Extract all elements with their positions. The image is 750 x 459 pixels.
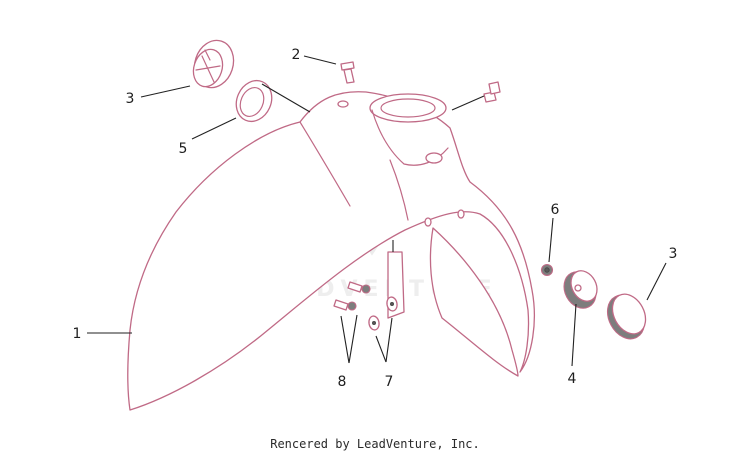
cap-left bbox=[192, 39, 235, 89]
callout-4: 4 bbox=[568, 371, 577, 387]
callout-8: 8 bbox=[338, 374, 347, 390]
nut bbox=[540, 263, 554, 277]
bushing-ring bbox=[235, 79, 273, 123]
callout-labels: 1 2 3 3 4 5 6 7 8 bbox=[73, 47, 678, 390]
callout-3-right: 3 bbox=[669, 246, 678, 262]
leader-lines bbox=[87, 55, 667, 367]
front-fender bbox=[127, 91, 535, 411]
callout-7: 7 bbox=[385, 374, 394, 390]
callout-5: 5 bbox=[179, 141, 188, 157]
render-credit: Rencered by LeadVenture, Inc. bbox=[270, 437, 480, 451]
screws bbox=[333, 281, 371, 311]
reflector-base bbox=[563, 270, 598, 309]
callout-3-left: 3 bbox=[126, 91, 135, 107]
screw-top bbox=[340, 61, 355, 84]
callout-1: 1 bbox=[73, 326, 82, 342]
callout-2: 2 bbox=[292, 47, 301, 63]
washers bbox=[368, 296, 398, 331]
cap-right bbox=[606, 293, 647, 340]
callout-6: 6 bbox=[551, 202, 560, 218]
collar-screw bbox=[483, 81, 501, 103]
